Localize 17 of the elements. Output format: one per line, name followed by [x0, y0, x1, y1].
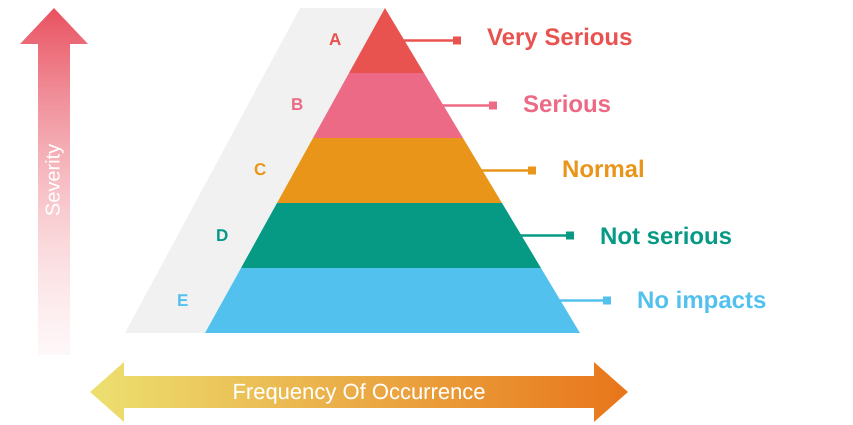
layer-letter: E [177, 291, 188, 311]
layer-letter: B [291, 95, 304, 115]
level-label: Normal [532, 155, 645, 185]
axis-label: Frequency Of Occurrence [232, 379, 486, 405]
layer-letter: C [254, 160, 266, 180]
level-label: Not serious [570, 222, 732, 252]
pyramid-layer [277, 138, 502, 203]
pyramid-layer [241, 203, 541, 268]
layer-letter: A [329, 30, 342, 50]
layer-letter: D [216, 226, 228, 246]
level-label: Serious [493, 90, 612, 120]
pyramid-top [349, 8, 424, 73]
pyramid-layer [205, 268, 580, 333]
level-label: No impacts [607, 286, 766, 316]
axis-label: Severity [42, 144, 66, 216]
pyramid-layer [313, 73, 463, 138]
level-label: Very Serious [457, 23, 632, 53]
